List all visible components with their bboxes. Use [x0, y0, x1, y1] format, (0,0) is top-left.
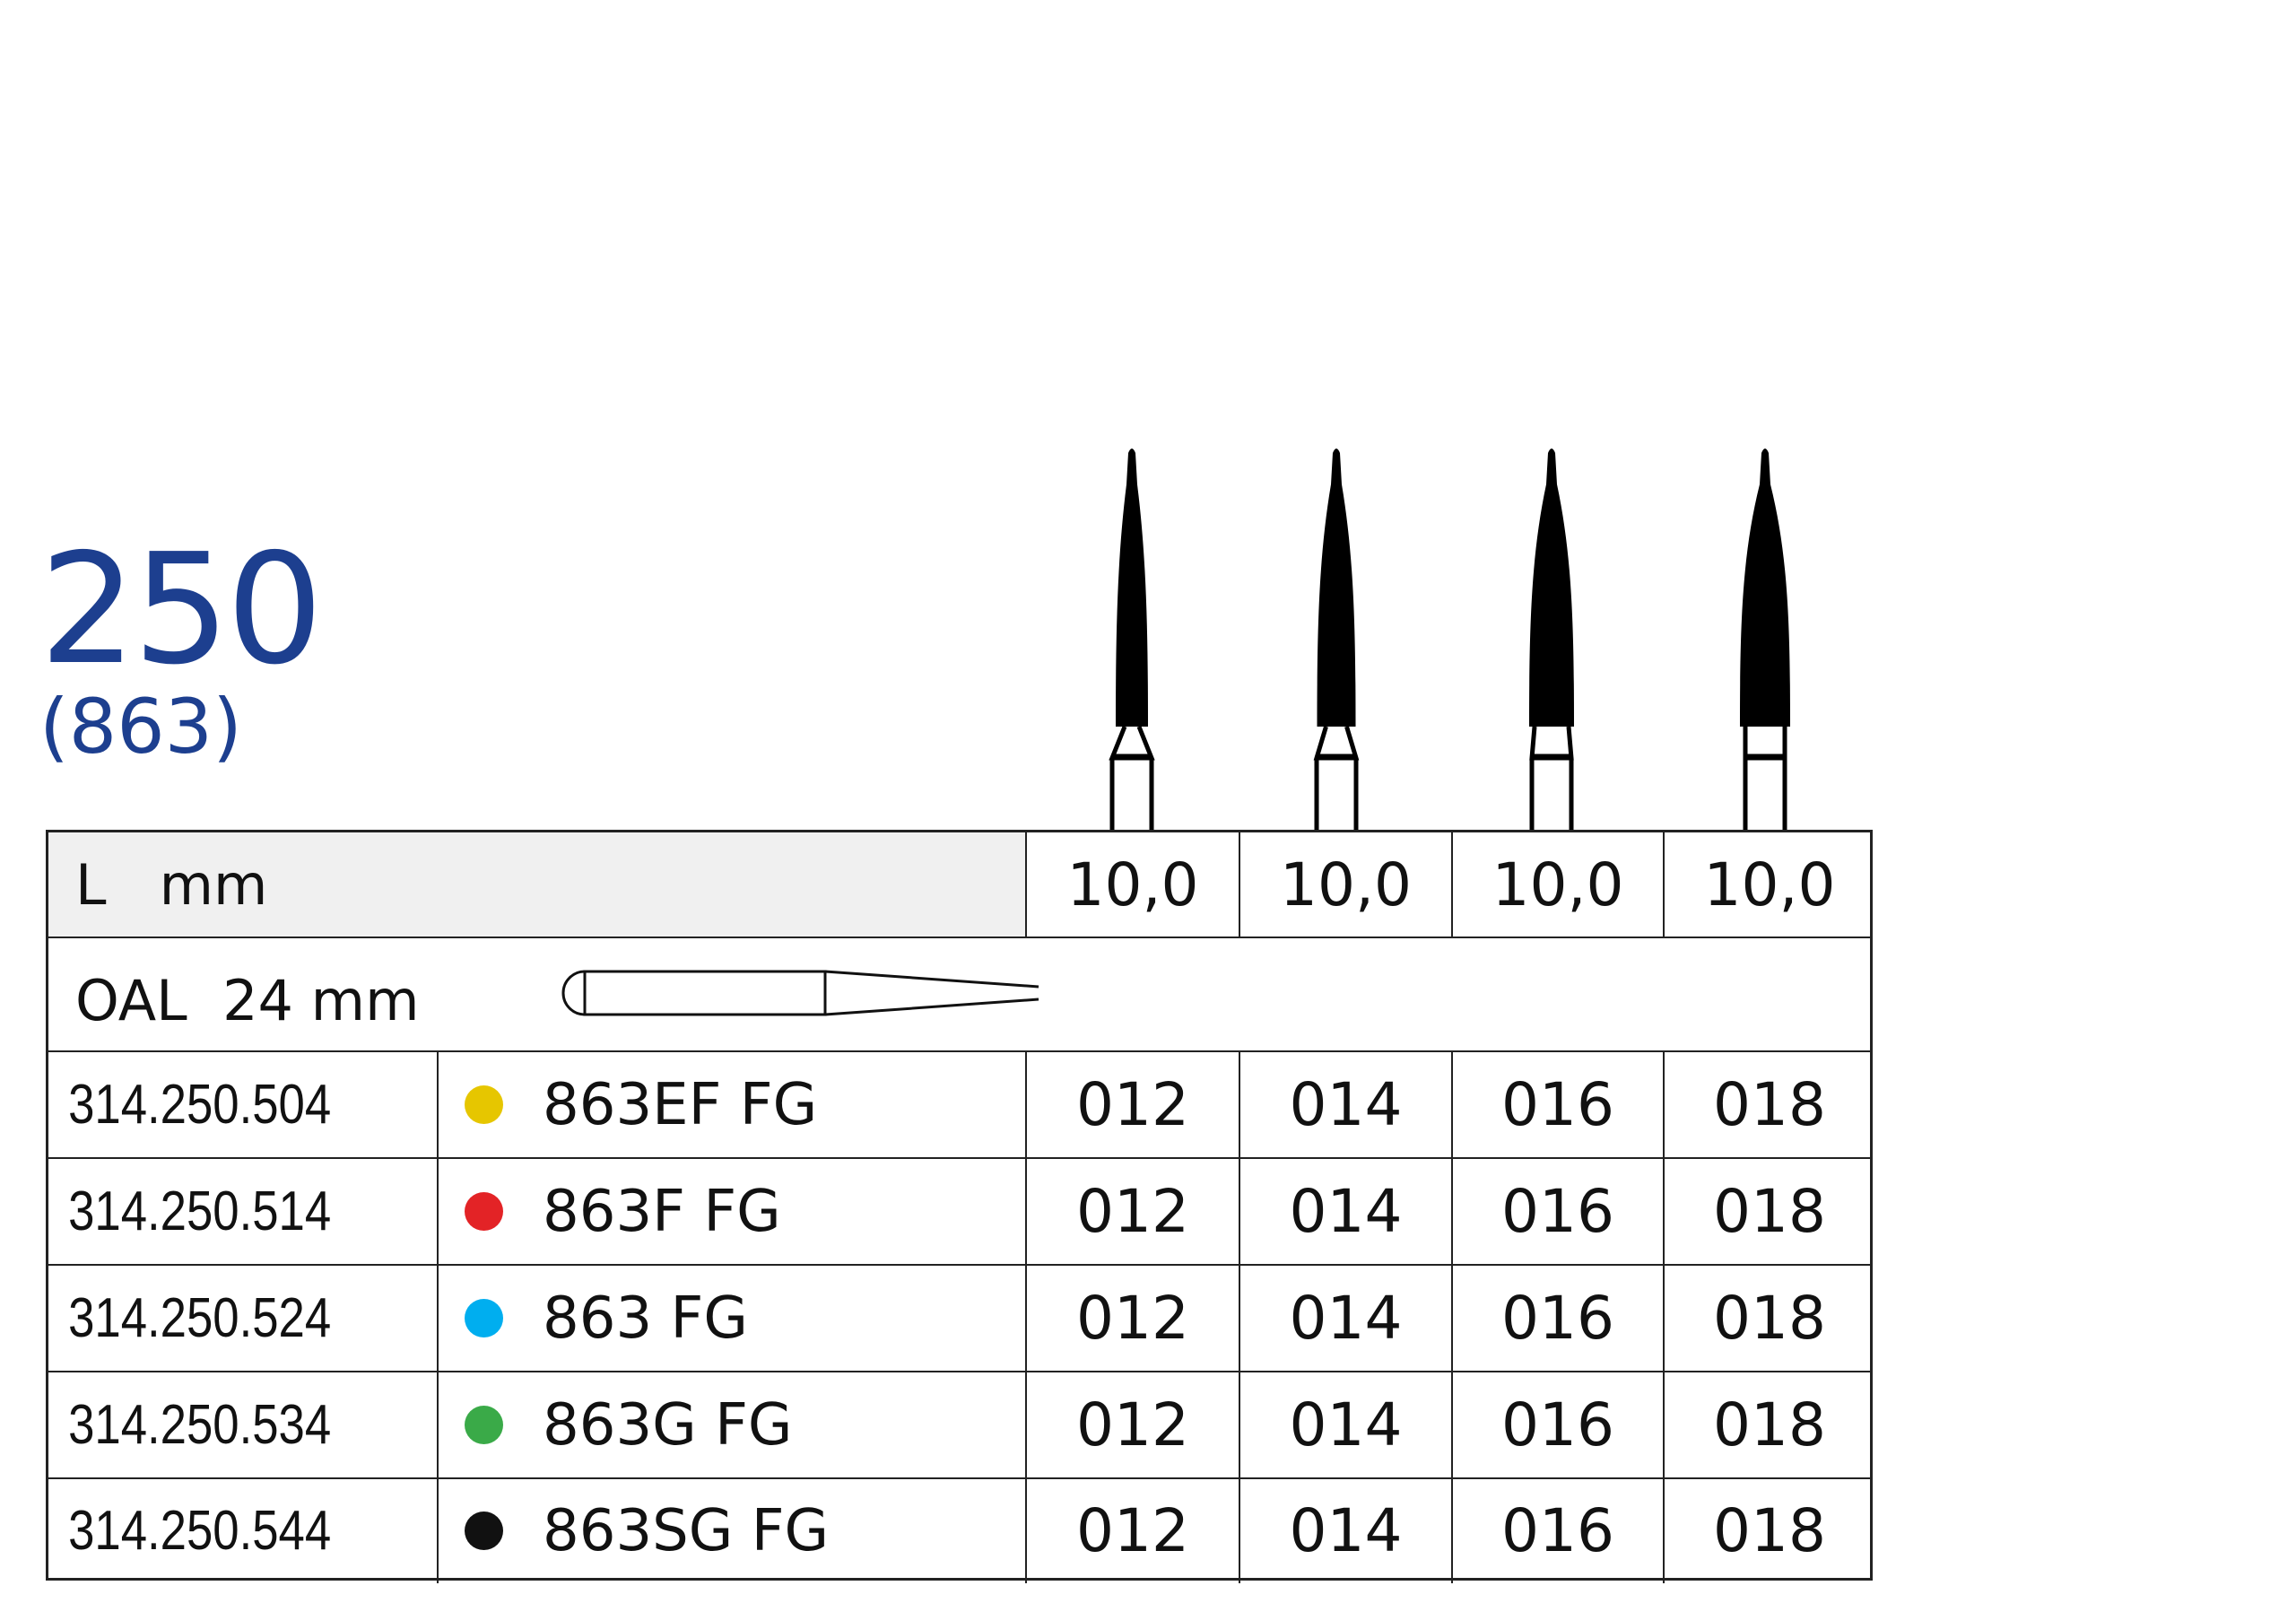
size-value: 012 [1076, 1177, 1189, 1246]
row-divider [48, 1371, 1870, 1372]
size-value: 014 [1289, 1496, 1403, 1565]
size-value: 012 [1076, 1390, 1189, 1459]
product-name-cell: 863 FG [438, 1265, 1026, 1372]
article-code: 314.250.504 [68, 1074, 332, 1136]
product-number: 250 [39, 521, 323, 699]
length-value: 10,0 [1280, 850, 1412, 919]
article-code: 314.250.544 [68, 1500, 332, 1562]
article-code: 314.250.524 [68, 1287, 332, 1349]
oal-shank-drawing [561, 970, 1039, 1016]
column-divider [1025, 1051, 1027, 1583]
product-name-cell: 863SG FG [438, 1478, 1026, 1583]
product-name-cell: 863G FG [438, 1372, 1026, 1478]
bur-icon [1109, 449, 1155, 830]
length-value: 10,0 [1492, 850, 1624, 919]
size-value: 014 [1289, 1390, 1403, 1459]
product-name: 863 FG [543, 1285, 748, 1352]
size-value: 016 [1501, 1496, 1614, 1565]
row-divider [48, 937, 1870, 938]
product-name: 863F FG [543, 1178, 781, 1245]
size-value: 016 [1501, 1390, 1614, 1459]
size-value: 014 [1289, 1177, 1403, 1246]
column-divider [437, 1051, 439, 1583]
article-code-cell: 314.250.534 [48, 1372, 438, 1478]
grit-color-dot [465, 1406, 503, 1444]
product-alt-number: (863) [39, 683, 242, 771]
product-name: 863EF FG [543, 1071, 818, 1138]
row-divider [48, 1050, 1870, 1052]
column-divider [1025, 832, 1027, 937]
size-value: 012 [1076, 1496, 1189, 1565]
article-code: 314.250.514 [68, 1180, 332, 1242]
size-value: 016 [1501, 1284, 1614, 1353]
size-value: 018 [1713, 1070, 1826, 1139]
article-code-cell: 314.250.524 [48, 1265, 438, 1372]
bur-icon [1529, 449, 1574, 830]
column-divider [1663, 1051, 1665, 1583]
article-code-cell: 314.250.514 [48, 1158, 438, 1265]
product-name: 863SG FG [543, 1497, 830, 1564]
row-divider [48, 1264, 1870, 1266]
article-code-cell: 314.250.544 [48, 1478, 438, 1583]
product-name-cell: 863F FG [438, 1158, 1026, 1265]
product-name: 863G FG [543, 1391, 793, 1459]
row-divider [48, 1157, 1870, 1159]
column-divider [1239, 832, 1240, 937]
article-code-cell: 314.250.504 [48, 1051, 438, 1158]
grit-color-dot [465, 1512, 503, 1550]
size-value: 012 [1076, 1284, 1189, 1353]
size-value: 018 [1713, 1284, 1826, 1353]
column-divider [1239, 1051, 1240, 1583]
grit-color-dot [465, 1085, 503, 1124]
length-value: 10,0 [1703, 850, 1836, 919]
size-value: 014 [1289, 1070, 1403, 1139]
bur-icon [1313, 449, 1360, 830]
size-value: 018 [1713, 1496, 1826, 1565]
size-value: 016 [1501, 1177, 1614, 1246]
size-value: 012 [1076, 1070, 1189, 1139]
size-value: 014 [1289, 1284, 1403, 1353]
grit-color-dot [465, 1299, 503, 1337]
grit-color-dot [465, 1192, 503, 1231]
length-label: L mm [48, 832, 1026, 937]
size-value: 018 [1713, 1177, 1826, 1246]
column-divider [1663, 832, 1665, 937]
product-name-cell: 863EF FG [438, 1051, 1026, 1158]
length-value: 10,0 [1066, 850, 1199, 919]
row-divider [48, 1477, 1870, 1479]
article-code: 314.250.534 [68, 1394, 332, 1456]
size-value: 018 [1713, 1390, 1826, 1459]
column-divider [1451, 832, 1453, 937]
bur-icon [1740, 449, 1790, 830]
column-divider [1451, 1051, 1453, 1583]
oal-label: OAL 24 mm [75, 968, 420, 1033]
size-value: 016 [1501, 1070, 1614, 1139]
